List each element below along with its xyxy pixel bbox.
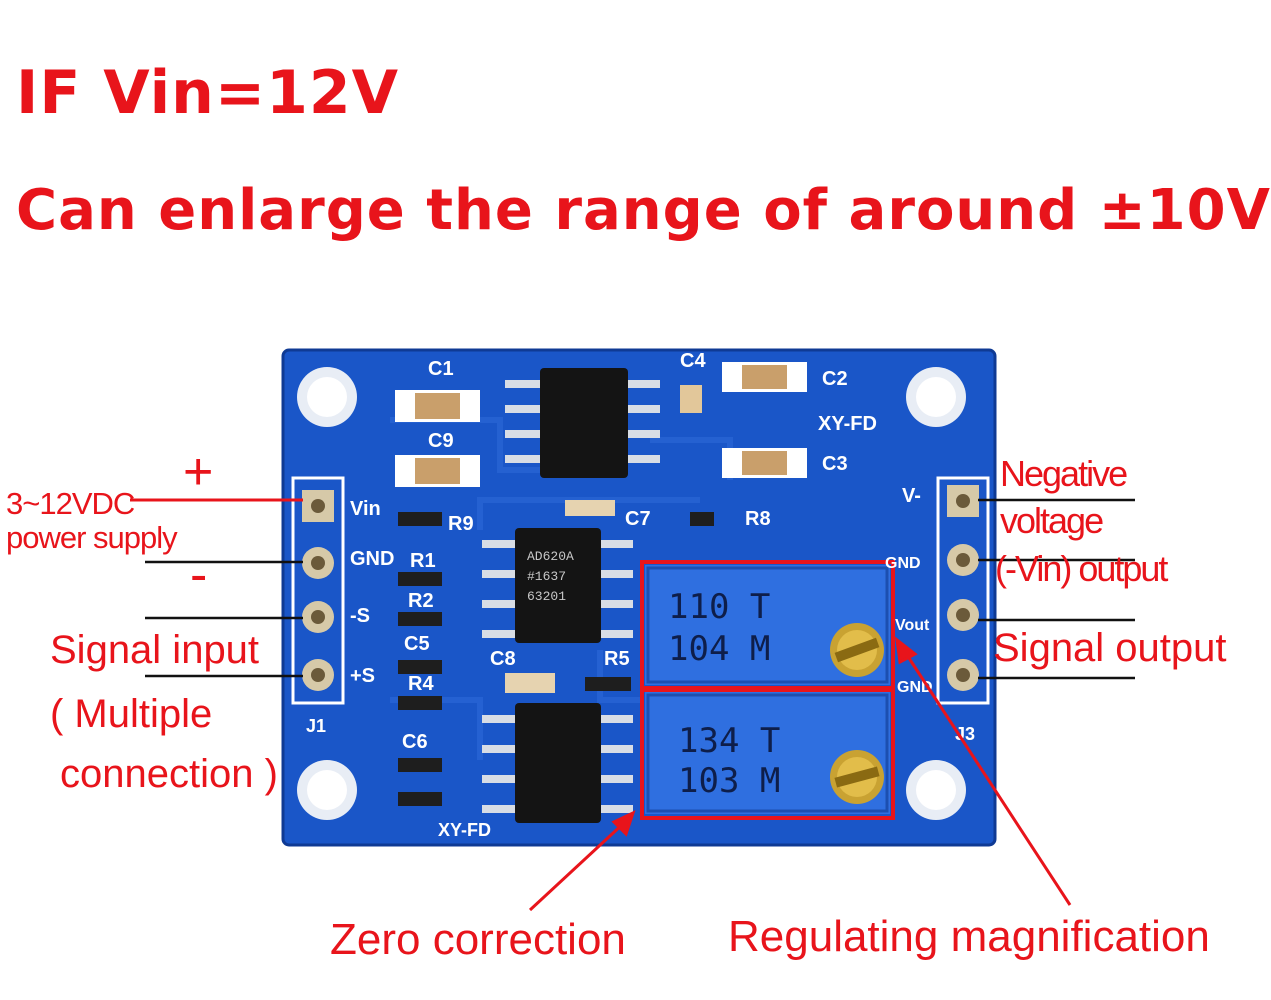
chip-text-2: #1637 [527,569,566,584]
multiple-connection-line2: connection ) [60,752,278,796]
power-supply-label: power supply [6,520,178,555]
negative-voltage-line1: Negative [1000,453,1128,494]
silk-c3: C3 [822,453,848,475]
pin-label-v-minus: V- [902,485,921,507]
silk-r2: R2 [408,590,434,612]
resistors [398,512,714,806]
potentiometer-gain [645,565,890,685]
negative-voltage-line3: (-Vin) output [995,548,1168,589]
zero-correction-label: Zero correction [330,915,626,964]
silk-c1: C1 [428,358,454,380]
pin-label-gnd-right: GND [885,555,921,572]
silk-c6: C6 [402,731,428,753]
multiple-connection-line1: ( Multiple [50,692,213,736]
headline-vin: IF Vin=12V [16,58,400,128]
pin-leader-lines [145,498,1135,680]
silk-c7: C7 [625,508,651,530]
pin-label-s-minus: -S [350,605,370,627]
pin-label-vout: Vout [895,617,930,634]
ic-bottom [482,703,633,823]
arrows [528,636,1072,912]
ic-ad620 [482,528,633,643]
pin-label-vin: Vin [350,498,381,520]
headline-range: Can enlarge the range of around ±10V [16,178,1271,243]
silk-r9: R9 [448,513,474,535]
zero-pot-highlight [640,688,895,820]
minus-sign: - [190,546,208,604]
power-supply-voltage: 3~12VDC [6,486,135,521]
silk-r4: R4 [408,673,434,695]
silk-r1: R1 [410,550,436,572]
silk-r5: R5 [604,648,630,670]
pin-label-s-plus: +S [350,665,375,687]
header-j1 [291,476,345,705]
chip-text-1: AD620A [527,549,574,564]
mounting-holes [297,367,966,820]
pcb-board-illustration: C1 C9 C4 C2 XY-FD C3 R9 C7 R8 R1 R2 C5 R… [130,348,1135,912]
pot2-text-1: 134 T [678,721,780,761]
capacitors [395,362,807,693]
silk-xyfd-bottom: XY-FD [438,820,491,840]
potentiometer-zero [645,692,890,814]
signal-output-label: Signal output [993,626,1227,670]
chip-text-3: 63201 [527,589,566,604]
silk-r8: R8 [745,508,771,530]
plus-sign: + [183,443,214,501]
ic-top [505,368,660,478]
regulating-magnification-label: Regulating magnification [728,912,1210,961]
pot2-text-2: 103 M [678,761,780,801]
silk-c2: C2 [822,368,848,390]
silk-xyfd-top: XY-FD [818,413,877,435]
signal-input-label: Signal input [50,628,260,672]
silk-c8: C8 [490,648,516,670]
silk-c5: C5 [404,633,430,655]
pot1-text-2: 104 M [668,629,770,669]
pot1-text-1: 110 T [668,587,770,627]
silk-c4: C4 [680,350,706,372]
header-j3 [936,476,990,705]
silk-j1: J1 [306,716,326,736]
silk-c9: C9 [428,430,454,452]
pin-label-gnd: GND [350,548,394,570]
negative-voltage-line2: voltage [1000,500,1104,541]
